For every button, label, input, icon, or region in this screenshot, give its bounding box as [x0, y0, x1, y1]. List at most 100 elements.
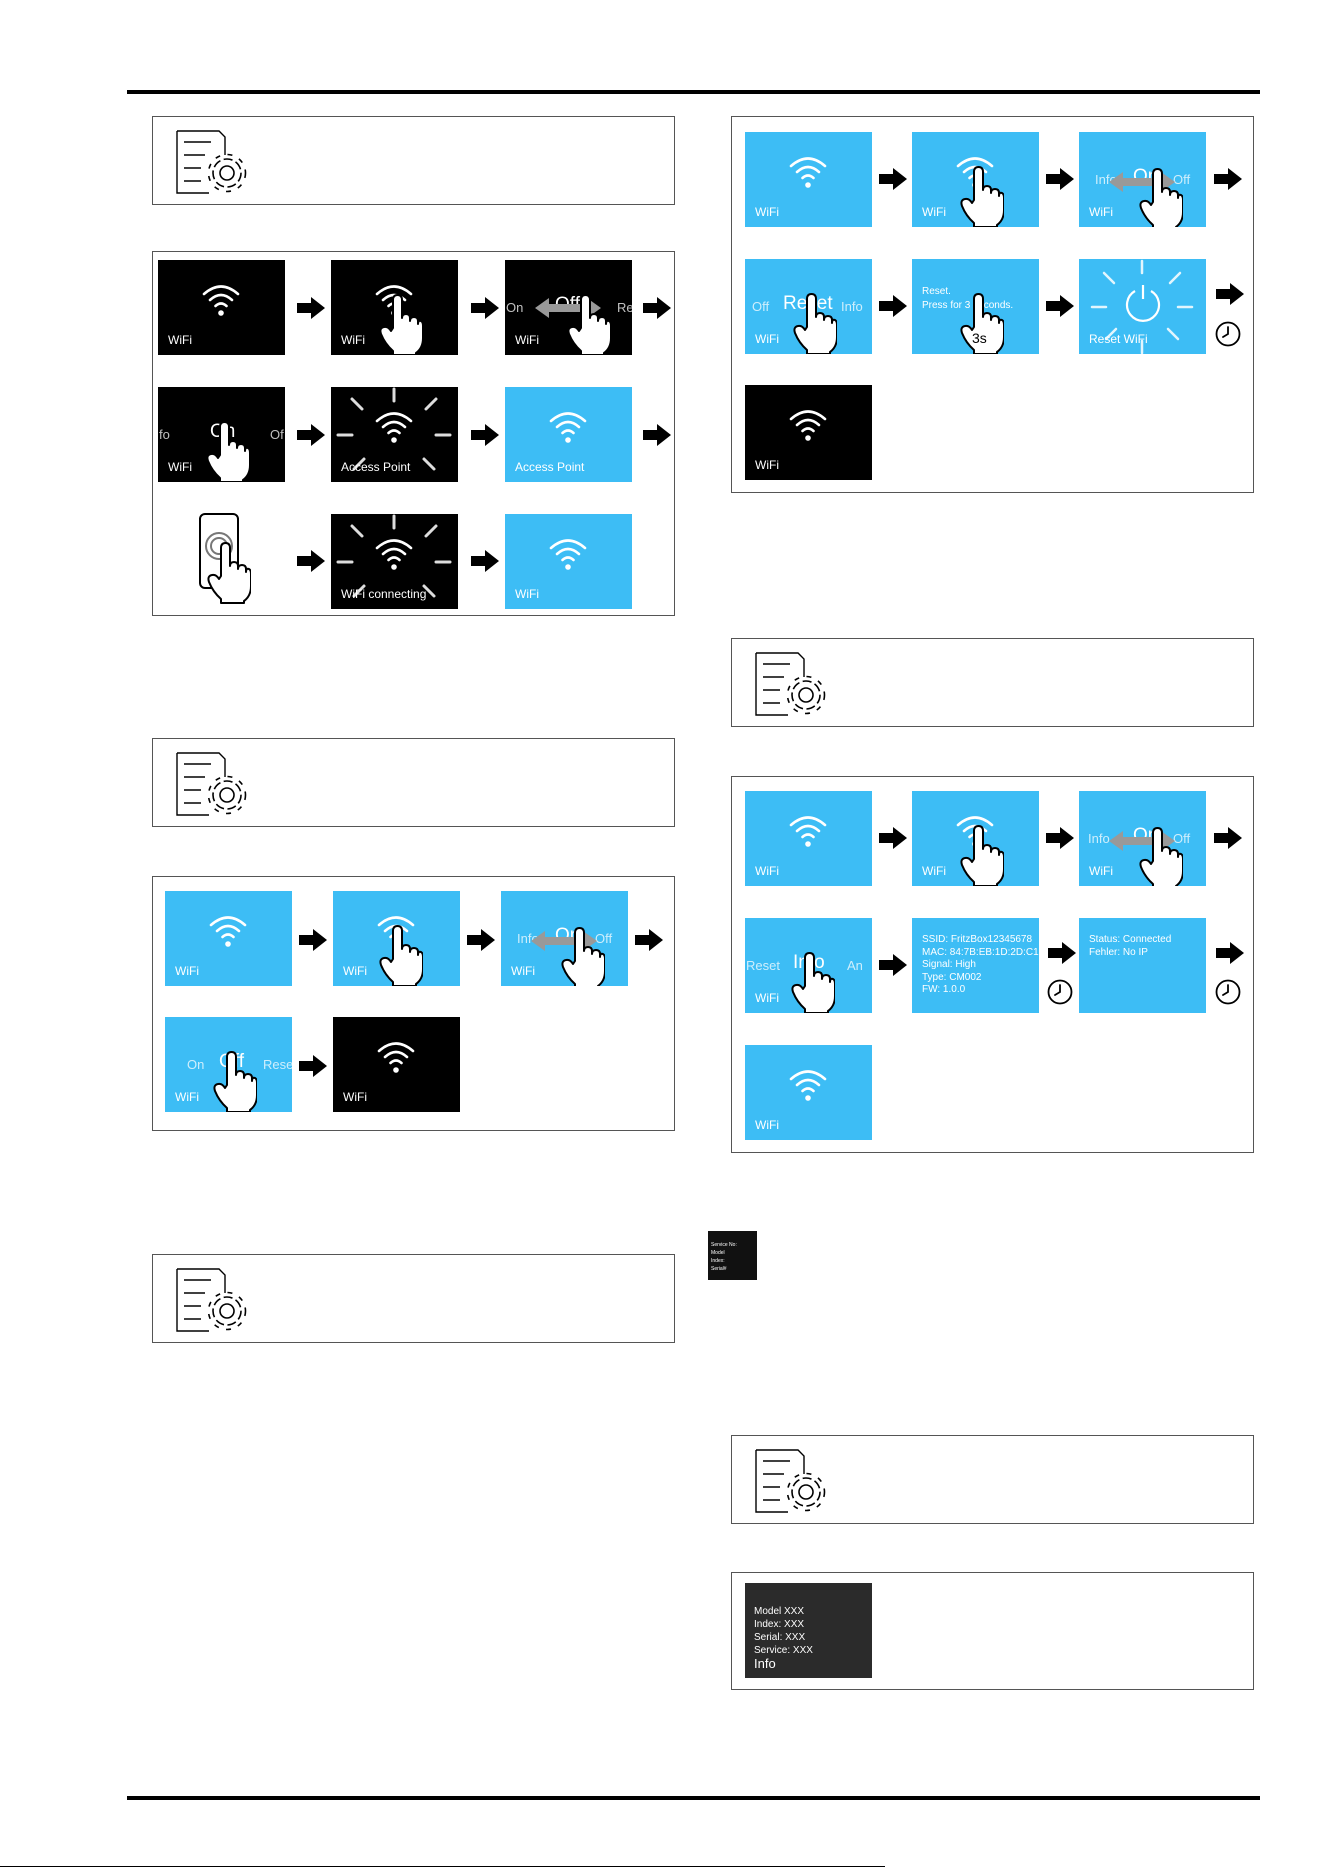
hand-tap-icon [793, 293, 837, 354]
wifi-details-text: SSID: FritzBox12345678 MAC: 84:7B:EB:1D:… [922, 934, 1039, 995]
screen-selector-reset[interactable]: Off Reset Info WiFi [745, 259, 872, 354]
right-arrow-icon [1046, 295, 1074, 317]
screen-wifi-status: Status: Connected Fehler: No IP [1079, 918, 1206, 1013]
screen-wifi-connecting: WiFi connecting [331, 514, 458, 609]
flash-rays-icon [336, 387, 452, 471]
right-arrow-icon [1214, 827, 1242, 849]
screen-label: WiFi [755, 991, 779, 1005]
screen-selector-on[interactable]: Info On Off WiFi [1079, 791, 1206, 886]
swipe-arrow-icon [531, 931, 597, 951]
screen-label: WiFi [755, 205, 779, 219]
hand-tap-icon [1139, 827, 1183, 886]
screen-label: WiFi [1089, 864, 1113, 878]
screen-label: WiFi connecting [341, 587, 427, 601]
screen-label: Info [754, 1656, 776, 1671]
hand-tap-icon [567, 294, 611, 355]
flash-rays-icon [336, 514, 452, 598]
right-arrow-icon [643, 424, 671, 446]
info-thumbnail: Service No: Model Index: Serial# [708, 1231, 757, 1280]
option-right: Re [617, 300, 632, 315]
screen-wifi: WiFi [158, 260, 285, 355]
screen-wifi-details: SSID: FritzBox12345678 MAC: 84:7B:EB:1D:… [912, 918, 1039, 1013]
clock-icon [1215, 321, 1241, 347]
screen-label: WiFi [175, 964, 199, 978]
settings-document-icon [175, 1267, 251, 1333]
screen-label: Access Point [515, 460, 585, 474]
screen-selector-on[interactable]: Info On Off WiFi [1079, 132, 1206, 227]
screen-label: WiFi [755, 864, 779, 878]
option-left: Reset [746, 958, 780, 973]
right-arrow-icon [471, 297, 499, 319]
screen-label: WiFi [341, 333, 365, 347]
right-arrow-icon [1214, 168, 1242, 190]
right-arrow-icon [879, 295, 907, 317]
wifi-icon [374, 536, 414, 570]
screen-wifi-off: WiFi [745, 385, 872, 480]
screen-wifi-tap[interactable]: WiFi [331, 260, 458, 355]
right-arrow-icon [467, 929, 495, 951]
wifi-icon [788, 154, 828, 188]
settings-document-icon [754, 1448, 830, 1514]
wifi-icon [201, 282, 241, 316]
screen-label: WiFi [343, 1090, 367, 1104]
option-right: Off [595, 931, 613, 946]
screen-label: WiFi [515, 587, 539, 601]
hand-tap-icon [791, 952, 835, 1013]
screen-label: WiFi [343, 964, 367, 978]
device-info-text: Model XXX Index: XXX Serial: XXX Service… [754, 1606, 813, 1656]
screen-wifi-tap[interactable]: WiFi [333, 891, 460, 986]
screen-wifi-tap[interactable]: WiFi [912, 791, 1039, 886]
wifi-icon [548, 536, 588, 570]
screen-label: WiFi [922, 864, 946, 878]
screen-label: WiFi [168, 333, 192, 347]
settings-box [731, 1435, 1254, 1524]
screen-label: WiFi [168, 460, 192, 474]
wifi-icon [788, 813, 828, 847]
screen-selector-off[interactable]: On Off Rese WiFi [165, 1017, 292, 1112]
screen-selector-on[interactable]: fo On Of WiFi [158, 387, 285, 482]
option-right: Off [1173, 831, 1191, 846]
wifi-icon [376, 1039, 416, 1073]
right-arrow-icon [1046, 168, 1074, 190]
right-arrow-icon [297, 297, 325, 319]
right-arrow-icon [879, 954, 907, 976]
hand-tap-icon [960, 825, 1004, 886]
screen-selector-info[interactable]: Reset Info An WiFi [745, 918, 872, 1013]
right-arrow-icon [635, 929, 663, 951]
swipe-arrow-icon [1109, 831, 1175, 851]
screen-label: Reset WiFi [1089, 332, 1148, 346]
screen-wifi: WiFi [745, 132, 872, 227]
right-arrow-icon [1046, 827, 1074, 849]
procedure-frame-device-info: Model XXX Index: XXX Serial: XXX Service… [731, 1572, 1254, 1690]
settings-box [152, 1254, 675, 1343]
wifi-status-text: Status: Connected Fehler: No IP [1089, 934, 1172, 958]
screen-wifi: WiFi [165, 891, 292, 986]
option-left: Off [752, 299, 770, 314]
clock-icon [1047, 979, 1073, 1005]
screen-wifi-tap[interactable]: WiFi [912, 132, 1039, 227]
flash-rays-icon [1090, 259, 1194, 354]
right-arrow-icon [299, 929, 327, 951]
wifi-icon [788, 1067, 828, 1101]
option-left: Info [1088, 831, 1110, 846]
procedure-frame-wifi-off: WiFi WiFi Info On Off WiFi On Off Rese W… [152, 876, 675, 1131]
screen-selector-off[interactable]: On Off Re WiFi [505, 260, 632, 355]
hand-tap-icon [213, 1051, 257, 1112]
screen-label: WiFi [511, 964, 535, 978]
screen-selector-on[interactable]: Info On Off WiFi [501, 891, 628, 986]
right-arrow-icon [299, 1055, 327, 1077]
settings-box [731, 638, 1254, 727]
option-left: On [187, 1057, 205, 1072]
screen-wifi-connected: WiFi [505, 514, 632, 609]
option-right: Info [841, 299, 863, 314]
swipe-arrow-icon [1109, 172, 1175, 192]
right-arrow-icon [1216, 942, 1244, 964]
thumbnail-text: Service No: Model Index: Serial# [711, 1242, 737, 1272]
power-icon [1125, 285, 1161, 322]
hand-tap-icon [379, 925, 423, 986]
reset-prompt-line2: Press for 3 seconds. [922, 300, 1014, 311]
right-arrow-icon [1048, 942, 1076, 964]
screen-access-point-flashing: Access Point [331, 387, 458, 482]
screen-reset-wifi: Reset WiFi [1079, 259, 1206, 354]
screen-reset-prompt[interactable]: Reset. Press for 3 seconds. 3s [912, 259, 1039, 354]
